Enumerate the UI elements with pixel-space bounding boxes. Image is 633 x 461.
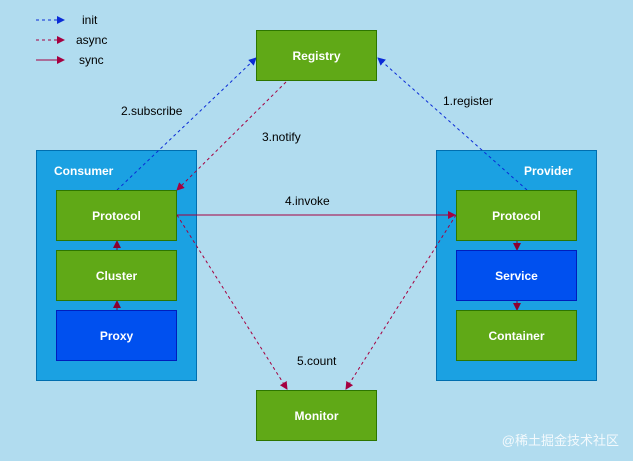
- edge-label-subscribe: 2.subscribe: [121, 104, 183, 118]
- edge-register: [377, 57, 528, 191]
- legend-async-label: async: [76, 33, 108, 47]
- edge-label-count: 5.count: [297, 354, 337, 368]
- consumer-title: Consumer: [54, 164, 114, 178]
- registry-node: Registry: [256, 30, 377, 81]
- edge-notify: [176, 81, 287, 191]
- legend-init-label: init: [82, 13, 98, 27]
- consumer-proxy-node: Proxy: [56, 310, 177, 361]
- provider-service-node: Service: [456, 250, 577, 301]
- edge-subscribe: [116, 57, 257, 191]
- provider-container-node: Container: [456, 310, 577, 361]
- watermark: @稀土掘金技术社区: [501, 433, 619, 448]
- edge-label-invoke: 4.invoke: [285, 194, 330, 208]
- edge-count-provider: [345, 214, 457, 390]
- legend-sync-label: sync: [79, 53, 104, 67]
- provider-title: Provider: [524, 164, 573, 178]
- consumer-cluster-node: Cluster: [56, 250, 177, 301]
- edge-count-consumer: [176, 214, 288, 390]
- provider-protocol-node: Protocol: [456, 190, 577, 241]
- edge-label-notify: 3.notify: [262, 130, 301, 144]
- monitor-node: Monitor: [256, 390, 377, 441]
- consumer-protocol-node: Protocol: [56, 190, 177, 241]
- edge-label-register: 1.register: [443, 94, 494, 108]
